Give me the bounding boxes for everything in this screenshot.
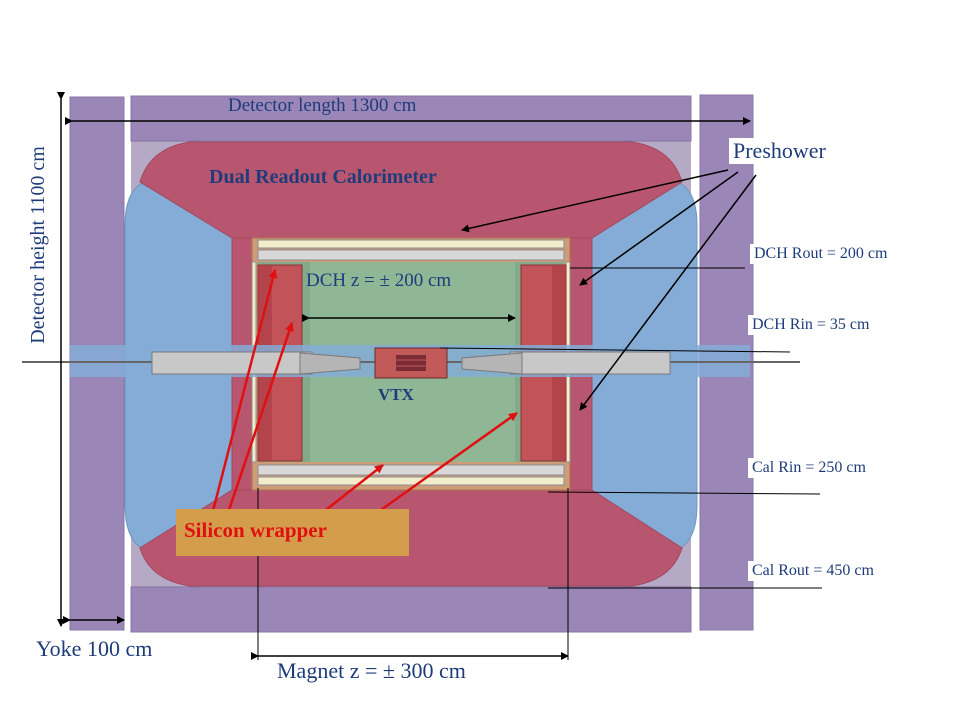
cal-rin-label: Cal Rin = 250 cm [748, 458, 870, 478]
preshower-label: Preshower [729, 138, 830, 164]
silicon-wrapper-arrows [211, 269, 518, 514]
detector-height-label: Detector height 1100 cm [27, 146, 49, 344]
magnet-z-label: Magnet z = ± 300 cm [277, 658, 466, 683]
dch-rout-label: DCH Rout = 200 cm [750, 244, 892, 264]
preshower-arrows [461, 169, 757, 411]
dch-z-label: DCH z = ± 200 cm [306, 270, 452, 291]
dch-rin-label: DCH Rin = 35 cm [748, 315, 874, 335]
silicon-wrapper-label: Silicon wrapper [176, 509, 409, 556]
cal-rout-label: Cal Rout = 450 cm [748, 561, 878, 581]
calorimeter-label: Dual Readout Calorimeter [209, 166, 437, 188]
dimension-arrows [57, 92, 751, 660]
detector-length-label: Detector length 1300 cm [228, 95, 417, 116]
radius-leader-lines [439, 267, 822, 589]
yoke-label: Yoke 100 cm [36, 636, 153, 661]
vertex-detector [374, 347, 448, 379]
vtx-label: VTX [378, 385, 414, 404]
